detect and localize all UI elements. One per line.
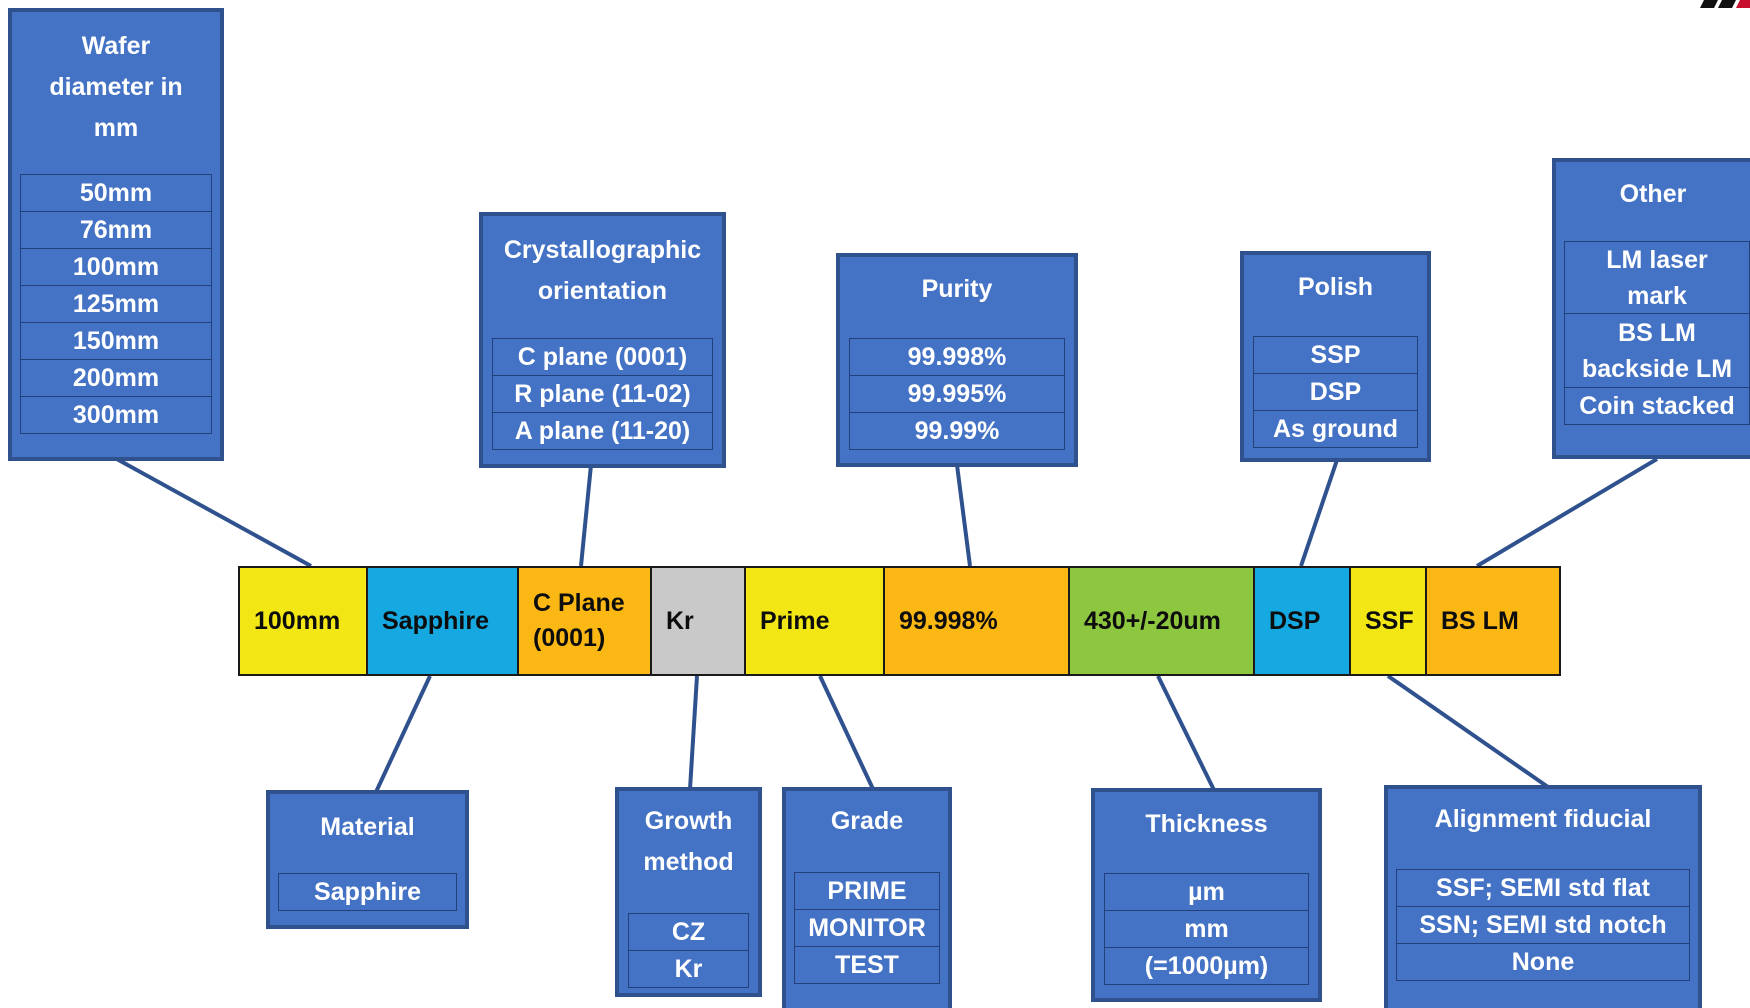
option-list-material: Sapphire: [278, 873, 457, 911]
code-segment-polish: DSP: [1255, 568, 1351, 674]
product-code-strip: 100mm Sapphire C Plane (0001) Kr Prime 9…: [238, 566, 1561, 676]
option-diameter: 300mm: [20, 396, 212, 434]
option-thickness: µm: [1104, 873, 1309, 911]
code-segment-thickness: 430+/-20um: [1070, 568, 1255, 674]
option-grade: MONITOR: [794, 909, 940, 947]
code-segment-other: BS LM: [1427, 568, 1559, 674]
option-list-fiducial: SSF; SEMI std flat SSN; SEMI std notch N…: [1396, 869, 1690, 981]
connector-fiducial: [1386, 674, 1550, 789]
code-segment-diameter: 100mm: [240, 568, 368, 674]
box-wafer-diameter: Wafer diameter in mm 50mm 76mm 100mm 125…: [8, 8, 224, 461]
option-other: BS LM backside LM: [1564, 313, 1750, 388]
connector-other: [1475, 457, 1659, 568]
box-title-growth-method: Growth method: [643, 807, 734, 876]
box-growth-method: Growth method CZ Kr: [615, 787, 762, 997]
option-purity: 99.99%: [849, 412, 1065, 450]
option-list-growth: CZ Kr: [628, 913, 749, 988]
option-list-wafer-diameter: 50mm 76mm 100mm 125mm 150mm 200mm 300mm: [20, 174, 212, 434]
option-grade: PRIME: [794, 872, 940, 910]
box-material: Material Sapphire: [266, 790, 469, 929]
option-diameter: 50mm: [20, 174, 212, 212]
option-purity: 99.995%: [849, 375, 1065, 413]
option-diameter: 200mm: [20, 359, 212, 397]
option-list-polish: SSP DSP As ground: [1253, 336, 1418, 448]
option-diameter: 100mm: [20, 248, 212, 286]
code-segment-material: Sapphire: [368, 568, 519, 674]
option-diameter: 125mm: [20, 285, 212, 323]
code-segment-purity: 99.998%: [885, 568, 1070, 674]
box-title-thickness: Thickness: [1145, 810, 1268, 838]
option-fiducial: None: [1396, 943, 1690, 981]
option-other: Coin stacked: [1564, 387, 1750, 425]
option-material: Sapphire: [278, 873, 457, 911]
option-fiducial: SSF; SEMI std flat: [1396, 869, 1690, 907]
option-list-orientation: C plane (0001) R plane (11-02) A plane (…: [492, 338, 713, 450]
option-purity: 99.998%: [849, 338, 1065, 376]
box-title-orientation: Crystallographic orientation: [503, 236, 702, 305]
connector-purity: [955, 464, 972, 567]
option-polish: SSP: [1253, 336, 1418, 374]
box-alignment-fiducial: Alignment fiducial SSF; SEMI std flat SS…: [1384, 785, 1702, 1008]
option-fiducial: SSN; SEMI std notch: [1396, 906, 1690, 944]
connector-grade: [818, 675, 875, 790]
option-diameter: 76mm: [20, 211, 212, 249]
box-title-purity: Purity: [921, 275, 993, 303]
box-thickness: Thickness µm mm (=1000µm): [1091, 788, 1322, 1002]
option-thickness: (=1000µm): [1104, 947, 1309, 985]
connector-polish: [1299, 459, 1339, 567]
connector-orientation: [579, 464, 593, 567]
box-grade: Grade PRIME MONITOR TEST: [782, 787, 952, 1008]
connector-material: [374, 675, 432, 793]
connector-growth: [688, 675, 699, 790]
code-segment-growth: Kr: [652, 568, 746, 674]
code-segment-grade: Prime: [746, 568, 885, 674]
option-orientation: A plane (11-20): [492, 412, 713, 450]
option-diameter: 150mm: [20, 322, 212, 360]
option-list-grade: PRIME MONITOR TEST: [794, 872, 940, 984]
option-list-thickness: µm mm (=1000µm): [1104, 873, 1309, 985]
box-polish: Polish SSP DSP As ground: [1240, 251, 1431, 462]
box-crystallographic-orientation: Crystallographic orientation C plane (00…: [479, 212, 726, 468]
box-title-other: Other: [1619, 180, 1687, 208]
box-other: Other LM laser mark BS LM backside LM Co…: [1552, 158, 1750, 459]
logo-fragment-icon: [1700, 0, 1750, 8]
option-thickness: mm: [1104, 910, 1309, 948]
connector-thickness: [1156, 675, 1216, 791]
option-polish: DSP: [1253, 373, 1418, 411]
option-growth: CZ: [628, 913, 749, 951]
box-purity: Purity 99.998% 99.995% 99.99%: [836, 253, 1078, 467]
code-segment-orientation: C Plane (0001): [519, 568, 652, 674]
option-other: LM laser mark: [1564, 241, 1750, 314]
option-orientation: C plane (0001): [492, 338, 713, 376]
box-title-alignment-fiducial: Alignment fiducial: [1434, 805, 1652, 833]
option-orientation: R plane (11-02): [492, 375, 713, 413]
connector-diameter: [114, 456, 312, 568]
box-title-material: Material: [320, 813, 415, 841]
option-growth: Kr: [628, 950, 749, 988]
option-grade: TEST: [794, 946, 940, 984]
box-title-grade: Grade: [830, 807, 904, 835]
code-segment-fiducial: SSF: [1351, 568, 1427, 674]
option-polish: As ground: [1253, 410, 1418, 448]
option-list-other: LM laser mark BS LM backside LM Coin sta…: [1564, 241, 1750, 425]
option-list-purity: 99.998% 99.995% 99.99%: [849, 338, 1065, 450]
box-title-wafer-diameter: Wafer diameter in mm: [49, 32, 183, 142]
box-title-polish: Polish: [1297, 273, 1373, 301]
